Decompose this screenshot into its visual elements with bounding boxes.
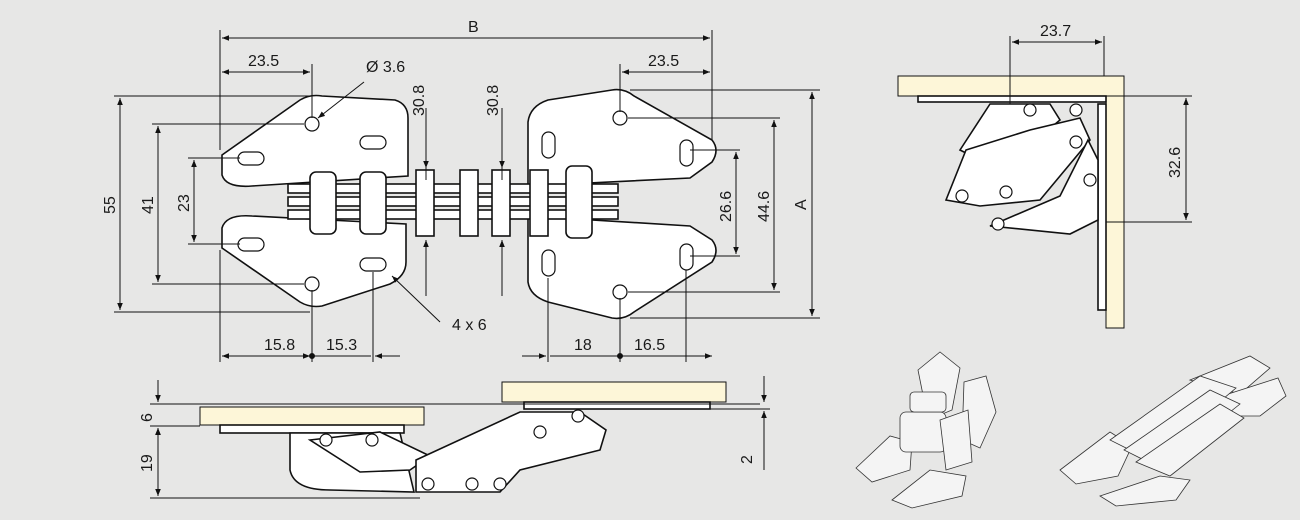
dim-gap-2: 2 bbox=[739, 455, 756, 464]
wood-panel-side bbox=[1105, 95, 1125, 329]
dim-hole-diameter: Ø 3.6 bbox=[366, 59, 405, 76]
side-plate-right bbox=[523, 401, 711, 410]
corner-view: 23.7 32.6 bbox=[897, 23, 1192, 329]
dim-height-19: 19 bbox=[139, 454, 156, 472]
pivot-pin bbox=[1023, 103, 1037, 117]
slot-hole bbox=[237, 237, 265, 252]
pivot-pin bbox=[999, 185, 1013, 199]
dim-pitch-right: 30.8 bbox=[485, 85, 502, 116]
slot-hole bbox=[359, 257, 387, 272]
pivot-pin bbox=[365, 433, 379, 447]
corner-link-2 bbox=[944, 117, 1091, 207]
corner-plate-side bbox=[1097, 103, 1107, 311]
dimension-lines bbox=[117, 35, 815, 359]
isometric-view-open bbox=[1059, 355, 1287, 507]
dim-15-8: 15.8 bbox=[264, 337, 295, 354]
dim-16-5: 16.5 bbox=[634, 337, 665, 354]
right-upper-plate bbox=[527, 88, 717, 187]
dim-right-offset: 23.5 bbox=[648, 53, 679, 70]
wood-panel-left bbox=[199, 406, 425, 426]
pivot-pin bbox=[1083, 173, 1097, 187]
dim-A: A bbox=[793, 199, 810, 210]
slot-hole bbox=[679, 243, 694, 271]
dim-height-26-6: 26.6 bbox=[718, 191, 735, 222]
dim-height-32-6: 32.6 bbox=[1167, 147, 1184, 178]
left-upper-plate bbox=[221, 94, 409, 188]
dim-pitch-left: 30.8 bbox=[411, 85, 428, 116]
corner-link-3 bbox=[989, 138, 1099, 235]
dim-15-3: 15.3 bbox=[326, 337, 357, 354]
wood-panel-right bbox=[501, 381, 727, 403]
side-link bbox=[415, 411, 607, 493]
slot-hole bbox=[679, 139, 694, 167]
top-view: B 23.5 23.5 Ø 3.6 30.8 30.8 55 41 23 26.… bbox=[102, 19, 820, 362]
slot-hole bbox=[541, 249, 556, 277]
pivot-pin bbox=[465, 477, 479, 491]
screw-hole bbox=[304, 276, 320, 292]
pivot-pin bbox=[319, 433, 333, 447]
dim-width-23-7: 23.7 bbox=[1040, 23, 1071, 40]
dim-18: 18 bbox=[574, 337, 592, 354]
pivot-pin bbox=[955, 189, 969, 203]
hinge-link-bars bbox=[287, 165, 619, 239]
pivot-pin bbox=[1069, 135, 1083, 149]
pivot-pin bbox=[421, 477, 435, 491]
side-dimension-lines bbox=[150, 376, 770, 499]
dim-left-offset: 23.5 bbox=[248, 53, 279, 70]
left-lower-plate bbox=[221, 214, 407, 308]
screw-hole bbox=[612, 110, 628, 126]
dim-height-41: 41 bbox=[140, 196, 157, 214]
pivot-pin bbox=[1069, 103, 1083, 117]
dim-thickness-6: 6 bbox=[139, 413, 156, 422]
pivot-pin bbox=[571, 409, 585, 423]
slot-hole bbox=[541, 131, 556, 159]
screw-hole bbox=[304, 116, 320, 132]
side-view: 6 19 2 bbox=[139, 376, 770, 499]
dim-slot: 4 x 6 bbox=[452, 317, 487, 334]
dim-height-23: 23 bbox=[176, 194, 193, 212]
corner-dimension-lines bbox=[1009, 36, 1192, 223]
extension-lines bbox=[114, 30, 820, 362]
wood-panel-top bbox=[897, 75, 1125, 97]
slot-hole bbox=[237, 151, 265, 166]
pivot-pin bbox=[533, 425, 547, 439]
corner-plate-top bbox=[917, 95, 1107, 103]
dim-B: B bbox=[468, 19, 479, 36]
right-lower-plate bbox=[527, 215, 717, 320]
pivot-pin bbox=[493, 477, 507, 491]
dim-height-55: 55 bbox=[102, 196, 119, 214]
dim-height-44-6: 44.6 bbox=[756, 191, 773, 222]
isometric-view-closed bbox=[855, 351, 997, 509]
slot-hole bbox=[359, 135, 387, 150]
pivot-pin bbox=[991, 217, 1005, 231]
screw-hole bbox=[612, 284, 628, 300]
